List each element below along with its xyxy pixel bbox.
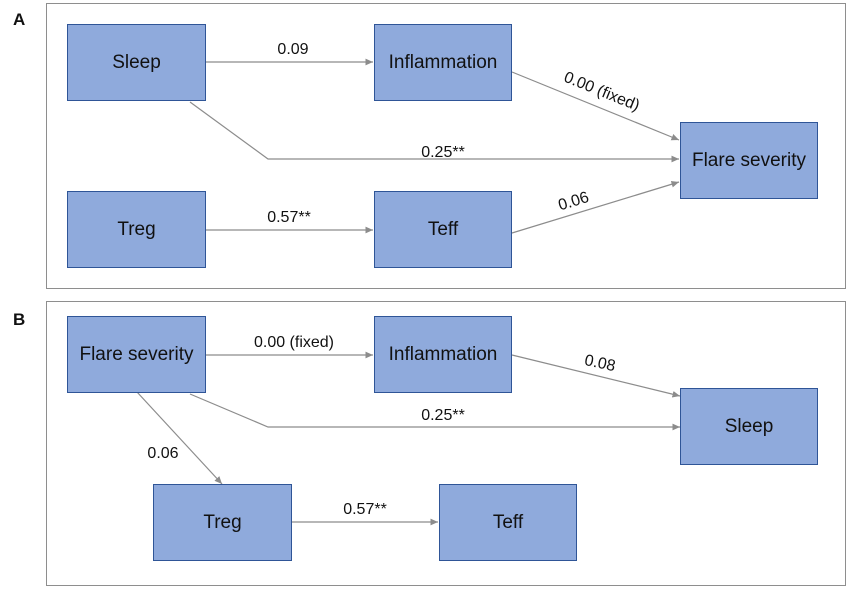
node-a-sleep: Sleep — [67, 24, 206, 101]
panel-a-label: A — [13, 10, 26, 29]
node-b-sleep: Sleep — [680, 388, 818, 465]
node-b-treg: Treg — [153, 484, 292, 561]
coef-a-sleep-flare: 0.25** — [421, 144, 465, 161]
coef-b-inflammation-sleep: 0.08 — [583, 352, 617, 375]
node-a-inflammation: Inflammation — [374, 24, 512, 101]
node-a-teff: Teff — [374, 191, 512, 268]
coef-a-inflammation-flare: 0.00 (fixed) — [561, 69, 642, 115]
arrow-b-inflammation-sleep — [511, 354, 681, 398]
arrow-a-teff-flare — [511, 180, 680, 234]
coef-a-treg-teff: 0.57** — [267, 209, 311, 226]
coef-b-flare-treg: 0.06 — [147, 445, 178, 462]
node-b-teff: Teff — [439, 484, 577, 561]
coef-a-sleep-inflammation: 0.09 — [277, 41, 308, 58]
arrow-b-flare-treg — [136, 391, 223, 485]
node-a-flare-severity: Flare severity — [680, 122, 818, 199]
coef-b-flare-inflammation: 0.00 (fixed) — [254, 334, 334, 351]
coef-b-flare-sleep: 0.25** — [421, 407, 465, 424]
coef-b-treg-teff: 0.57** — [343, 501, 387, 518]
node-b-flare-severity: Flare severity — [67, 316, 206, 393]
arrow-b-flare-sleep — [189, 393, 680, 431]
panel-b-label: B — [13, 310, 26, 329]
node-a-treg: Treg — [67, 191, 206, 268]
arrow-a-inflammation-flare — [511, 71, 680, 141]
arrow-a-sleep-flare — [189, 101, 679, 163]
node-b-inflammation: Inflammation — [374, 316, 512, 393]
